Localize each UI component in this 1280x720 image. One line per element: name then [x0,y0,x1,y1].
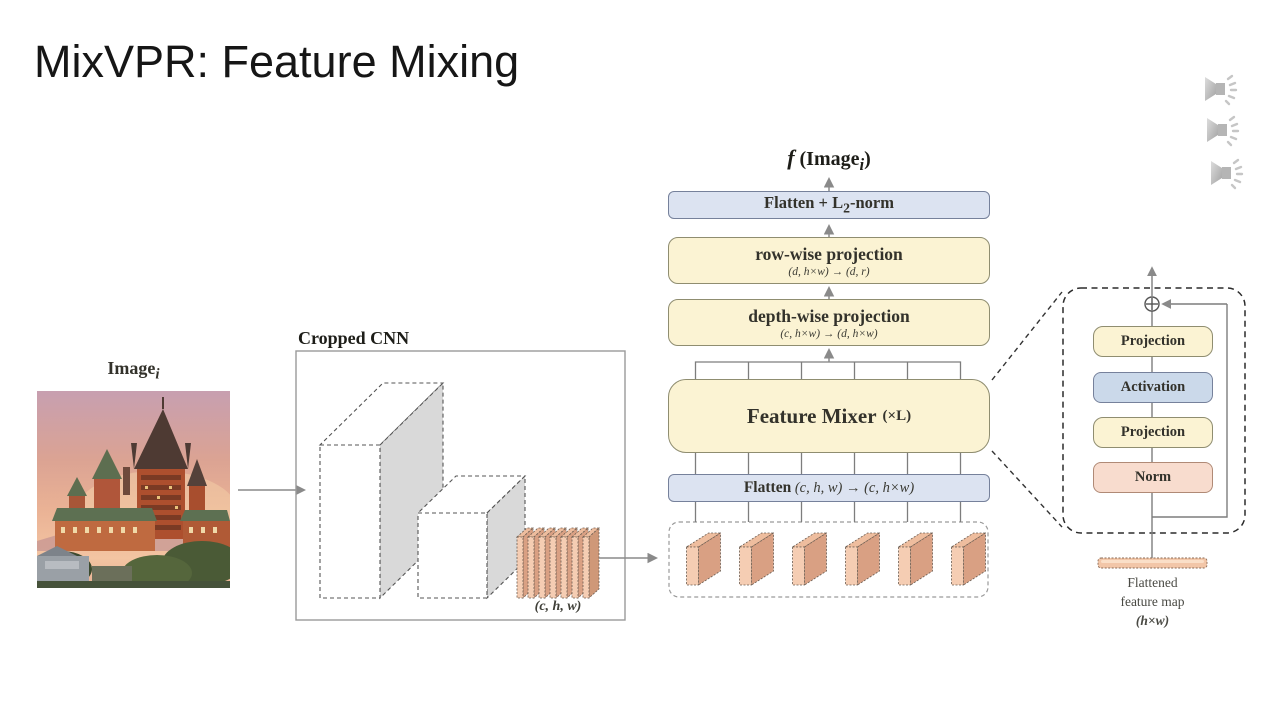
zoom-connectors [991,291,1063,528]
feature-mixer-box: Feature Mixer (×L) [668,379,990,453]
rowwise-projection-box: row-wise projection (d, h×w) → (d, r) [668,237,990,284]
cnn-output-stack [515,527,601,599]
l2norm-box: Flatten + L2-norm [668,191,990,219]
detail-projection-2: Projection [1093,417,1213,448]
flatten-formula: (c, h, w) → (c, h×w) [791,479,915,496]
rowwise-title: row-wise projection [755,243,903,264]
output-label: f (Imagei) [787,145,871,174]
detail-projection-1: Projection [1093,326,1213,357]
page-title: MixVPR: Feature Mixing [34,36,520,87]
flatten-box: Flatten (c, h, w) → (c, h×w) [668,474,990,502]
detail-norm: Norm [1093,462,1213,493]
flattened-map-caption: Flattened feature map (h×w) [1120,575,1185,628]
audio-icon[interactable] [1207,115,1240,147]
flatten-bold: Flatten [743,479,792,496]
cnn-block-medium [416,474,527,600]
mixer-mult: (×L) [882,407,912,424]
cnn-output-dims: (c, h, w) [534,599,582,614]
input-image [37,391,230,588]
feature-map-slabs [685,532,987,586]
l2norm-label: Flatten + L2-norm [764,193,894,216]
rowwise-dims: (d, h×w) → (d, r) [788,265,870,278]
mixer-detail-lines [1147,266,1228,558]
audio-icon[interactable] [1211,158,1244,190]
flattened-bar [1097,557,1208,569]
residual-sum-icon [1144,296,1160,312]
cnn-box-outline [295,350,626,621]
detail-activation: Activation [1093,372,1213,403]
audio-icon[interactable] [1205,74,1238,106]
depthwise-dims: (c, h×w) → (d, h×w) [780,327,878,340]
token-lines [694,361,962,522]
depthwise-title: depth-wise projection [748,305,910,326]
cnn-label: Cropped CNN [298,328,410,348]
mixer-detail-outline [1062,287,1246,534]
input-image-label: Imagei [107,358,160,383]
depthwise-projection-box: depth-wise projection (c, h×w) → (d, h×w… [668,299,990,346]
mixer-title: Feature Mixer [746,403,877,428]
